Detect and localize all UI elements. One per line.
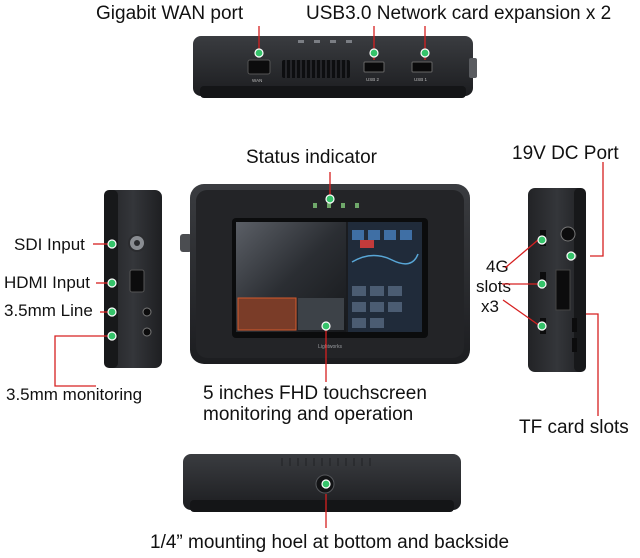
slots-4g-label-line2: slots — [476, 277, 511, 296]
touchscreen — [236, 222, 422, 332]
front-antenna-connector — [180, 234, 192, 252]
line-in-jack — [142, 307, 152, 317]
dc-port-label: 19V DC Port — [512, 143, 619, 164]
usb1-dot — [420, 48, 430, 58]
tf-slot-1 — [572, 318, 577, 332]
status-dot — [325, 194, 335, 204]
monitoring-jack — [142, 327, 152, 337]
sdi-input-label: SDI Input — [14, 235, 85, 254]
4g-slot-2-dot — [537, 279, 547, 289]
line-in-label: 3.5mm Line — [4, 301, 93, 320]
usb2-port — [363, 61, 385, 73]
antenna-connector — [469, 58, 477, 78]
status-indicator-label: Status indicator — [246, 147, 377, 168]
slots-4g-label-line1: 4G — [486, 257, 509, 276]
line-in-dot — [107, 307, 117, 317]
hdmi-connector — [129, 269, 145, 293]
right-side-view — [528, 188, 586, 372]
wan-port-label: Gigabit WAN port — [96, 3, 244, 24]
front-view: Lightworks — [180, 184, 470, 364]
usb1-port — [411, 61, 433, 73]
tf-slot-2 — [572, 338, 577, 352]
dc-port-dot — [566, 251, 576, 261]
indicator-dots — [107, 48, 576, 489]
monitoring-label: 3.5mm monitoring — [6, 385, 143, 404]
hdmi-dot — [107, 278, 117, 288]
sim-tray — [555, 269, 571, 311]
4g-slot-1-dot — [537, 235, 547, 245]
sdi-dot — [107, 239, 117, 249]
mounting-dot — [321, 479, 331, 489]
tf-slots-label: TF card slots — [519, 417, 629, 438]
wan-port-dot — [254, 48, 264, 58]
monitoring-dot — [107, 331, 117, 341]
touchscreen-dot — [321, 321, 331, 331]
touchscreen-label-line1: 5 inches FHD touchscreen — [203, 383, 427, 404]
brand-mark: Lightworks — [318, 344, 342, 350]
slots-4g-label-line3: x3 — [481, 297, 499, 316]
back-panel-view: WAN USB 2 USB 1 — [193, 36, 477, 98]
dc-port — [560, 226, 576, 242]
wan-small-text: WAN — [252, 78, 262, 83]
wan-port — [247, 59, 271, 75]
callout-lines — [54, 26, 604, 528]
usb2-dot — [369, 48, 379, 58]
usb1-small-text: USB 1 — [414, 77, 428, 82]
touchscreen-label-line2: monitoring and operation — [203, 404, 414, 425]
usb-expansion-label: USB3.0 Network card expansion x 2 — [306, 3, 612, 24]
mounting-label: 1/4” mounting hoel at bottom and backsid… — [150, 532, 510, 553]
hdmi-input-label: HDMI Input — [4, 273, 90, 292]
usb2-small-text: USB 2 — [366, 77, 380, 82]
status-leds — [313, 203, 359, 208]
4g-slot-3-dot — [537, 321, 547, 331]
